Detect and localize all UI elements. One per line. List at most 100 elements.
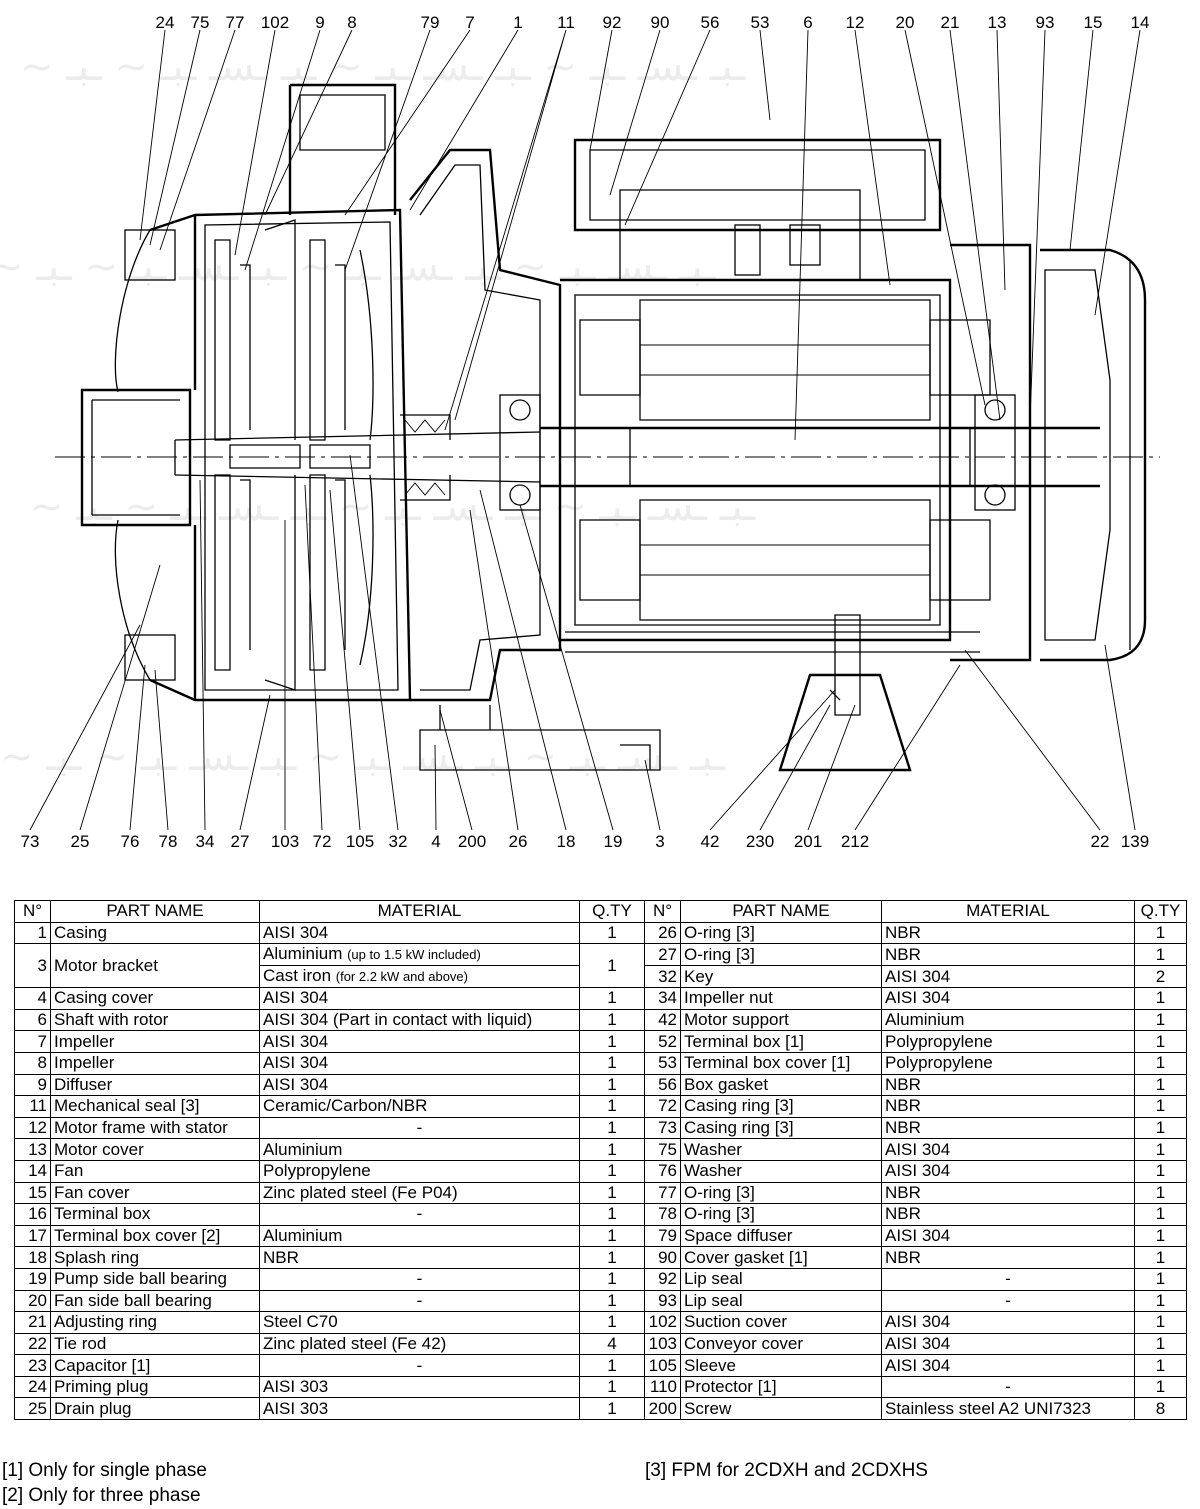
part-number: 21 [14,1311,51,1334]
callout-label: 20 [896,13,915,32]
motor-support [778,673,912,772]
part-name: Shaft with rotor [50,1008,260,1032]
callout-label: 15 [1084,13,1103,32]
part-material: NBR [881,1073,1135,1097]
part-qty: 1 [579,1008,645,1032]
part-material: Polypropylene [881,1051,1135,1075]
part-qty: 1 [579,1224,645,1248]
part-material: NBR [881,1116,1135,1140]
part-material: NBR [259,1246,580,1269]
part-qty: 1 [1134,1008,1187,1032]
callout-label: 200 [458,832,486,851]
pump-foot [419,705,661,771]
part-name: Tie rod [50,1332,260,1356]
part-number: 24 [14,1375,51,1399]
part-material: NBR [881,921,1135,945]
callout-label: 42 [701,832,720,851]
callout-label: 24 [156,13,175,32]
part-qty: 1 [579,921,645,945]
part-material: Aluminium (up to 1.5 kW included) [259,943,580,967]
part-material: AISI 304 [881,1138,1135,1161]
fan-and-cover [1040,248,1147,662]
pump-cross-section-drawing: ~ ـبـ ـسـ ـبـ ~ ـبـ ـسـ ـبـ ~ ـبـ ـسـ ـب… [0,13,1160,851]
footnote-3: [3] FPM for 2CDXH and 2CDXHS [645,1460,928,1481]
callout-label: 93 [1036,13,1055,32]
callout-label: 8 [347,13,356,32]
material-note: (for 2.2 kW and above) [335,969,468,985]
part-number: 56 [644,1073,681,1097]
part-number: 103 [644,1332,681,1356]
callout-label: 79 [421,13,440,32]
motor-cover [950,243,1032,662]
part-number: 13 [14,1138,51,1161]
part-name: Suction cover [680,1311,882,1334]
part-name: Washer [680,1138,882,1161]
part-name: Fan cover [50,1181,260,1205]
part-qty: 1 [1134,943,1187,967]
part-qty: 1 [579,1311,645,1334]
part-material: Aluminium [881,1008,1135,1032]
part-material: AISI 304 [259,1051,580,1075]
svg-text:~ ـبـ ـسـ ـبـ ~ ـبـ ـسـ ـبـ ~: ~ ـبـ ـسـ ـبـ ~ ـبـ ـسـ ـبـ ~ ـبـ ـسـ ـب… [20,44,747,90]
part-name: Drain plug [50,1397,260,1421]
part-name: Motor cover [50,1138,260,1161]
part-name: Priming plug [50,1375,260,1399]
part-number: 77 [644,1181,681,1205]
part-number: 92 [644,1267,681,1291]
part-material: Aluminium [259,1224,580,1248]
part-number: 105 [644,1354,681,1377]
part-qty: 1 [1134,1203,1187,1226]
col-header: N° [14,900,51,923]
fan-side-bearing [974,394,1016,511]
callout-label: 26 [509,832,528,851]
callout-label: 32 [389,832,408,851]
part-qty: 1 [579,1181,645,1205]
part-material: - [259,1116,580,1140]
part-qty: 1 [579,1289,645,1313]
col-header: N° [644,900,681,923]
callout-label: 201 [794,832,822,851]
callout-label: 90 [651,13,670,32]
part-number: 72 [644,1095,681,1118]
part-qty: 1 [579,987,645,1010]
motor-bracket [409,148,562,702]
part-number: 15 [14,1181,51,1205]
part-qty: 1 [1134,1095,1187,1118]
part-name: Protector [1] [680,1375,882,1399]
part-number: 6 [14,1008,51,1032]
part-material: AISI 304 [259,1073,580,1097]
material-text: Aluminium [263,944,343,964]
table-header-row: N° PART NAME MATERIAL Q.TY N° PART NAME … [14,900,1187,923]
part-material: NBR [881,1095,1135,1118]
col-header: Q.TY [579,900,645,923]
part-number: 17 [14,1224,51,1248]
part-number: 42 [644,1008,681,1032]
part-qty: 1 [1134,1332,1187,1356]
part-material: Ceramic/Carbon/NBR [259,1095,580,1118]
part-name: Screw [680,1397,882,1421]
svg-text:~ ـبـ ـسـ ـبـ ~ ـبـ ـسـ ـبـ ~: ~ ـبـ ـسـ ـبـ ~ ـبـ ـسـ ـبـ ~ ـبـ ـسـ ـب… [0,734,727,780]
part-qty: 1 [579,1203,645,1226]
part-number: 11 [14,1095,51,1118]
part-name: Impeller nut [680,987,882,1010]
part-number: 9 [14,1073,51,1097]
part-number: 19 [14,1267,51,1291]
part-material: NBR [881,943,1135,967]
part-material: - [259,1354,580,1377]
col-header: PART NAME [680,900,882,923]
callout-label: 7 [465,13,474,32]
part-material: Polypropylene [881,1030,1135,1053]
part-qty: 1 [1134,1375,1187,1399]
parts-list-table: N° PART NAME MATERIAL Q.TY N° PART NAME … [14,900,1187,1421]
part-material: Polypropylene [259,1159,580,1183]
callout-label: 9 [315,13,324,32]
callout-label: 1 [513,13,522,32]
part-material: - [259,1203,580,1226]
callout-label: 75 [191,13,210,32]
